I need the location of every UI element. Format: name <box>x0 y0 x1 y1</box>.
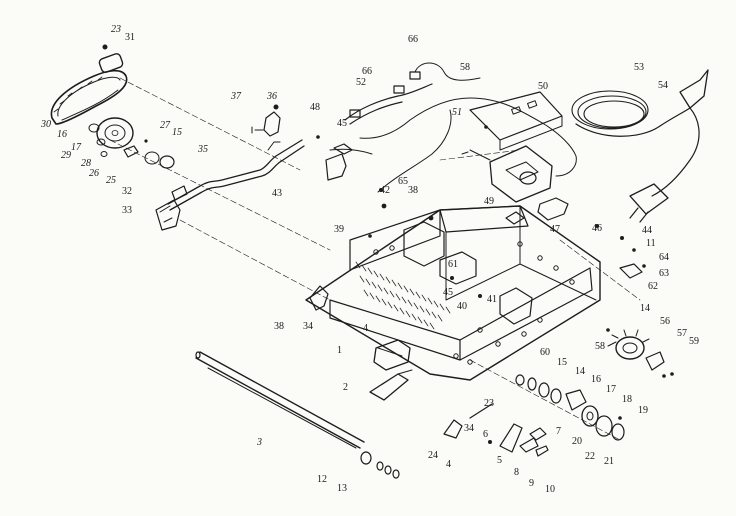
part-number-label: 43 <box>272 188 282 199</box>
part-number-label: 12 <box>317 474 327 485</box>
part-number-label: 5 <box>497 455 502 466</box>
part-number-label: 10 <box>545 484 555 495</box>
part-number-label: 38 <box>274 321 284 332</box>
part-number-label: 1 <box>337 345 342 356</box>
part-number-label: 58 <box>460 62 470 73</box>
part-number-label: 48 <box>310 102 320 113</box>
part-number-label: 14 <box>575 366 585 377</box>
part-number-label: 2 <box>343 382 348 393</box>
wiring-harness <box>316 62 577 193</box>
adjustment-knob <box>606 328 674 376</box>
clutch-stack <box>515 374 625 441</box>
part-number-label: 16 <box>591 374 601 385</box>
part-number-label: 3 <box>257 437 262 448</box>
motor-bracket-assembly <box>461 91 563 203</box>
part-number-label: 63 <box>659 268 669 279</box>
part-number-label: 16 <box>57 129 67 140</box>
part-number-label: 31 <box>125 32 135 43</box>
part-number-label: 53 <box>634 62 644 73</box>
part-number-label: 33 <box>122 205 132 216</box>
part-number-label: 56 <box>660 316 670 327</box>
part-number-label: 4 <box>363 323 368 334</box>
part-number-label: 52 <box>356 77 366 88</box>
part-number-label: 59 <box>689 336 699 347</box>
part-number-label: 13 <box>337 483 347 494</box>
part-number-label: 30 <box>41 119 51 130</box>
part-number-label: 18 <box>622 394 632 405</box>
part-number-label: 11 <box>646 238 656 249</box>
part-number-label: 65 <box>398 176 408 187</box>
part-number-label: 24 <box>428 450 438 461</box>
part-number-label: 51 <box>452 107 462 118</box>
part-number-label: 22 <box>585 451 595 462</box>
part-number-label: 32 <box>122 186 132 197</box>
part-number-label: 58 <box>595 341 605 352</box>
part-number-label: 62 <box>648 281 658 292</box>
part-number-label: 6 <box>483 429 488 440</box>
linkage-rod-assembly <box>155 104 305 231</box>
main-frame-chassis <box>305 197 666 381</box>
part-number-label: 8 <box>514 467 519 478</box>
part-number-label: 40 <box>457 301 467 312</box>
part-number-label: 20 <box>572 436 582 447</box>
part-number-label: 23 <box>484 398 494 409</box>
part-number-label: 15 <box>557 357 567 368</box>
part-number-label: 49 <box>484 196 494 207</box>
part-number-label: 47 <box>550 224 560 235</box>
power-cord <box>571 69 709 223</box>
part-number-label: 60 <box>540 347 550 358</box>
part-number-label: 38 <box>408 185 418 196</box>
part-number-label: 35 <box>198 144 208 155</box>
part-number-label: 45 <box>337 118 347 129</box>
part-number-label: 46 <box>592 223 602 234</box>
part-number-label: 61 <box>448 259 458 270</box>
belt-and-pulley-assembly <box>50 44 175 169</box>
part-number-label: 34 <box>303 321 313 332</box>
part-number-label: 9 <box>529 478 534 489</box>
part-number-label: 17 <box>606 384 616 395</box>
part-number-label: 44 <box>642 225 652 236</box>
part-number-label: 19 <box>638 405 648 416</box>
part-number-label: 25 <box>106 175 116 186</box>
part-number-label: 50 <box>538 81 548 92</box>
part-number-label: 45 <box>443 287 453 298</box>
part-number-label: 7 <box>556 426 561 437</box>
part-number-label: 14 <box>640 303 650 314</box>
center-lines <box>109 77 641 441</box>
part-number-label: 28 <box>81 158 91 169</box>
feed-shaft <box>195 351 400 479</box>
part-number-label: 57 <box>677 328 687 339</box>
part-number-label: 66 <box>408 34 418 45</box>
part-number-label: 66 <box>362 66 372 77</box>
part-number-label: 17 <box>71 142 81 153</box>
part-number-label: 42 <box>380 185 390 196</box>
part-number-label: 54 <box>658 80 668 91</box>
part-number-label: 27 <box>160 120 170 131</box>
part-number-label: 29 <box>61 150 71 161</box>
part-number-label: 23 <box>111 24 121 35</box>
part-number-label: 15 <box>172 127 182 138</box>
part-number-label: 41 <box>487 294 497 305</box>
part-number-label: 34 <box>464 423 474 434</box>
part-number-label: 39 <box>334 224 344 235</box>
part-number-label: 4 <box>446 459 451 470</box>
lower-guides-and-levers <box>369 339 549 457</box>
part-number-label: 37 <box>231 91 241 102</box>
part-number-label: 26 <box>89 168 99 179</box>
part-number-label: 64 <box>659 252 669 263</box>
part-number-label: 21 <box>604 456 614 467</box>
part-number-label: 36 <box>267 91 277 102</box>
